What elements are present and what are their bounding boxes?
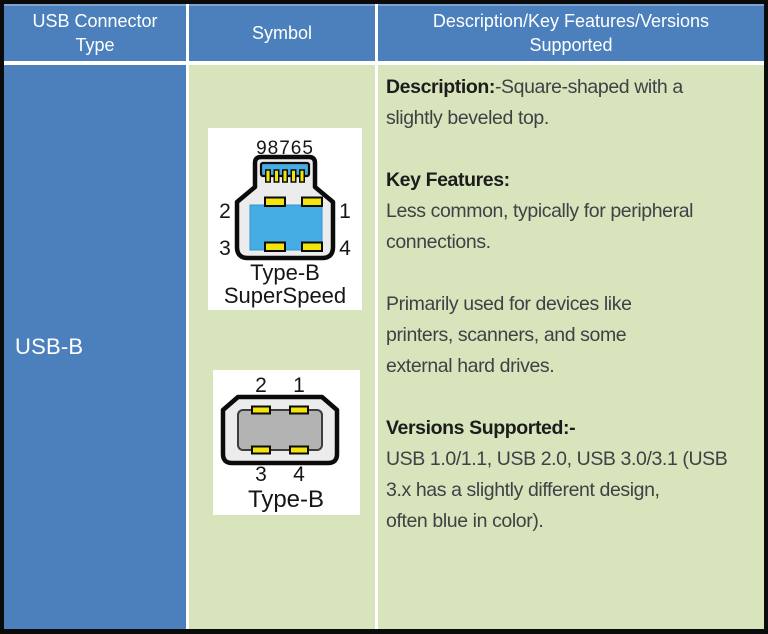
connector-type-label: USB-B <box>15 334 84 359</box>
usb-connector-table: USB Connector Type Symbol Description/Ke… <box>4 4 764 629</box>
usage-line: printers, scanners, and some <box>386 320 756 351</box>
header-description: Description/Key Features/Versions Suppor… <box>378 4 764 61</box>
typeb-pin-3-label: 3 <box>255 463 267 486</box>
header-symbol: Symbol <box>189 4 375 61</box>
versions-line: Versions Supported:- <box>386 413 756 444</box>
superspeed-pad-2 <box>264 196 286 207</box>
description-label: Description: <box>386 76 495 98</box>
versions-line: often blue in color). <box>386 506 756 537</box>
typeb-svg: 2 1 3 4 Type-B <box>220 374 340 513</box>
blank-line <box>386 382 756 413</box>
typeb-pin-1-label: 1 <box>293 374 305 397</box>
key-features-line: Key Features: <box>386 165 756 196</box>
superspeed-pad-1 <box>301 196 323 207</box>
typeb-pad-3 <box>251 445 271 455</box>
versions-text: USB 1.0/1.1, USB 2.0, USB 3.0/3.1 (USB <box>386 448 728 470</box>
header-usb-connector-type: USB Connector Type <box>4 4 186 61</box>
superspeed-pin-5 <box>299 169 305 183</box>
typeb-pin-4-label: 4 <box>293 463 305 486</box>
blank-line <box>386 258 756 289</box>
typeb-superspeed-diagram: 98765 2 1 3 4 Type <box>208 128 362 310</box>
superspeed-pad-4 <box>301 241 323 252</box>
versions-line: USB 1.0/1.1, USB 2.0, USB 3.0/3.1 (USB <box>386 444 756 475</box>
superspeed-pin-3-label: 3 <box>219 237 231 260</box>
superspeed-pin-1-label: 1 <box>339 200 351 223</box>
typeb-pin-2-label: 2 <box>255 374 267 397</box>
usage-text: printers, scanners, and some <box>386 324 627 346</box>
usage-text: Primarily used for devices like <box>386 293 632 315</box>
superspeed-pin-2-label: 2 <box>219 200 231 223</box>
cell-connector-type: USB-B <box>4 65 186 629</box>
typeb-inner-cavity <box>237 409 323 451</box>
typeb-pad-1 <box>289 405 309 415</box>
versions-label: Versions Supported:- <box>386 417 576 439</box>
versions-line: 3.x has a slightly different design, <box>386 475 756 506</box>
description-line: Description:-Square-shaped with a <box>386 72 756 103</box>
superspeed-caption-line2: SuperSpeed <box>224 283 346 308</box>
key-features-label: Key Features: <box>386 169 510 191</box>
cell-symbol: 98765 2 1 3 4 Type <box>189 65 375 629</box>
typeb-pad-2 <box>251 405 271 415</box>
key-features-text: connections. <box>386 231 491 253</box>
typeb-superspeed-svg: 98765 2 1 3 4 Type <box>219 138 351 308</box>
key-features-line: connections. <box>386 227 756 258</box>
usage-text: external hard drives. <box>386 355 555 377</box>
superspeed-pin-7 <box>282 169 288 183</box>
superspeed-pad-3 <box>264 241 286 252</box>
typeb-caption: Type-B <box>248 486 324 513</box>
blank-line <box>386 134 756 165</box>
description-text: -Square-shaped with a <box>494 76 683 98</box>
versions-text: 3.x has a slightly different design, <box>386 479 660 501</box>
superspeed-pin-8 <box>273 169 280 183</box>
usage-line: Primarily used for devices like <box>386 289 756 320</box>
key-features-text: Less common, typically for peripheral <box>386 200 694 222</box>
superspeed-pin-row-label: 98765 <box>256 138 314 159</box>
superspeed-pin-9 <box>265 169 271 183</box>
superspeed-caption-line1: Type-B <box>250 260 320 285</box>
versions-text: often blue in color). <box>386 510 544 532</box>
description-line: slightly beveled top. <box>386 103 756 134</box>
description-text: slightly beveled top. <box>386 107 549 129</box>
usage-line: external hard drives. <box>386 351 756 382</box>
cell-description: Description:-Square-shaped with a slight… <box>378 65 764 629</box>
typeb-diagram: 2 1 3 4 Type-B <box>213 370 360 515</box>
typeb-pad-4 <box>289 445 309 455</box>
key-features-line: Less common, typically for peripheral <box>386 196 756 227</box>
superspeed-pin-6 <box>290 169 297 183</box>
superspeed-pin-4-label: 4 <box>339 237 351 260</box>
